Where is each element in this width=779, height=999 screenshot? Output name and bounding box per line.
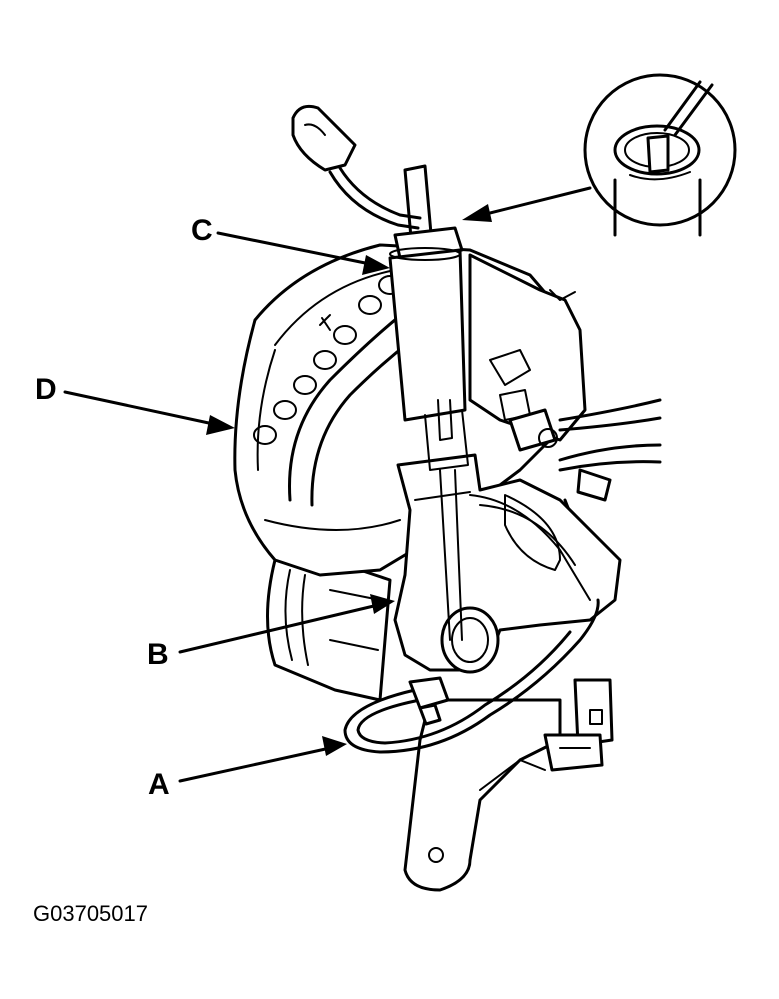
- right-mechanism: [468, 253, 662, 772]
- callout-leaders: [63, 186, 592, 783]
- rear-drum: [266, 558, 392, 702]
- figure-code: G03705017: [33, 901, 148, 926]
- top-connector: [291, 104, 422, 230]
- callout-label-a: A: [148, 768, 170, 801]
- shift-lever-base: [393, 453, 622, 674]
- callout-label-b: B: [147, 638, 169, 671]
- callout-label-c: C: [191, 214, 213, 247]
- detail-magnifier-circle: [583, 73, 737, 237]
- wire-harness-a: [343, 598, 600, 754]
- callout-label-d: D: [35, 373, 57, 406]
- mounting-bracket: [403, 698, 562, 892]
